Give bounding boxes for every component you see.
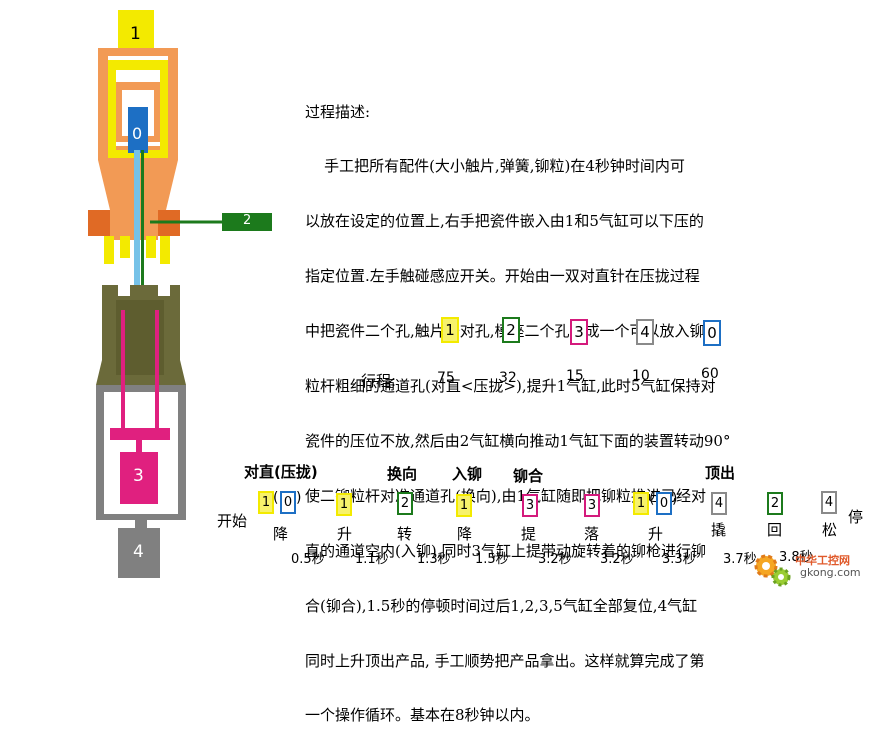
cylinder-3-body [120, 452, 158, 504]
step-8-box: 4 [711, 492, 727, 515]
step-7-paren-open: ( [649, 491, 655, 507]
cylinder-0-label: 0 [132, 124, 143, 143]
description-line: 一个操作循环。基本在8秒钟以内。 [305, 706, 540, 725]
step-7-box-0: 0 [656, 492, 672, 515]
finger-3 [146, 236, 156, 258]
sequence-end-label: 停 [848, 508, 864, 526]
mechanism-diagram [88, 10, 272, 578]
step-7-paren-close: ) [672, 491, 678, 507]
legend-box-3: 3 [570, 319, 588, 345]
time-3: 1.3秒 [417, 552, 451, 567]
watermark-site: 中华工控网 [795, 554, 850, 567]
legend-box-1: 1 [441, 317, 459, 343]
phase-eject: 顶出 [705, 464, 736, 482]
step-3-action: 转 [397, 525, 413, 543]
description-line: 手工把所有配件(大小触片,弹簧,铆粒)在4秒钟时间内可 [305, 157, 685, 176]
step-9-box: 2 [767, 492, 783, 515]
legend-box-4: 4 [636, 319, 654, 345]
legend-box-2: 2 [502, 317, 520, 343]
time-6: 3.2秒 [600, 552, 634, 567]
description-line: 直的通道空内(入铆),同时3气缸上提带动旋转着的铆枪进行铆 [305, 541, 707, 560]
stroke-value-2: 32 [499, 370, 517, 386]
step-9-action: 回 [767, 521, 783, 539]
step-4-box: 1 [456, 494, 472, 517]
process-description: 过程描述: 手工把所有配件(大小触片,弹簧,铆粒)在4秒钟时间内可 以放在设定的… [305, 66, 865, 743]
step-5-box: 3 [522, 494, 538, 517]
time-1: 0.5秒 [291, 552, 325, 567]
stroke-value-3: 15 [566, 368, 584, 384]
step-2-action: 升 [337, 525, 353, 543]
watermark-url: gkong.com [800, 566, 861, 579]
cylinder-1-label: 1 [130, 24, 141, 44]
finger-2 [120, 236, 130, 258]
time-7: 3.3秒 [662, 552, 696, 567]
time-8: 3.7秒 [723, 552, 757, 567]
magenta-rod-right [155, 310, 159, 430]
step-1-box-1: 1 [258, 491, 274, 514]
step-1-paren-open: ( [273, 490, 279, 506]
time-9: 3.8秒 [779, 550, 813, 565]
description-line: 过程描述: [305, 102, 371, 121]
step-6-box: 3 [584, 494, 600, 517]
step-7-action: 升 [648, 525, 664, 543]
yellow-frame-top [108, 60, 168, 70]
phase-insert: 入铆 [452, 465, 483, 483]
step-7-box-1: 1 [633, 492, 649, 515]
cylinder-3-label: 3 [133, 466, 144, 486]
stroke-value-4: 10 [632, 368, 650, 384]
time-5: 3.2秒 [538, 552, 572, 567]
cylinder-4-body [118, 528, 160, 578]
step-1-action: 降 [273, 525, 289, 543]
description-line: 合(铆合),1.5秒的停顿时间过后1,2,3,5气缸全部复位,4气缸 [305, 596, 698, 615]
phase-switch: 换向 [387, 465, 418, 483]
step-2-box: 1 [336, 493, 352, 516]
magenta-neck [136, 440, 142, 452]
magenta-rod-left [121, 310, 125, 430]
step-10-box: 4 [821, 491, 837, 514]
cylinder-0-piston [128, 107, 148, 153]
description-line: 粒杆粗细的通道孔(对直<压拢>),提升1气缸,此时5气缸保持对 [305, 377, 716, 396]
stroke-label: 行程: [361, 372, 397, 390]
legend-box-0: 0 [703, 320, 721, 346]
stroke-value-0: 60 [701, 366, 719, 382]
finger-4 [160, 236, 170, 264]
cylinder-4-stem [135, 520, 147, 530]
step-4-action: 降 [457, 525, 473, 543]
description-line: 以放在设定的位置上,右手把瓷件嵌入由1和5气缸可以下压的 [305, 212, 704, 231]
finger-1 [104, 236, 114, 264]
cylinder-2-body [222, 213, 272, 231]
yellow-frame-right [160, 60, 168, 150]
magenta-crossbar [110, 428, 170, 440]
step-1-box-0: 0 [280, 491, 296, 514]
gear-logo-icon [754, 554, 791, 587]
phase-align: 对直(压拢) [244, 463, 318, 481]
blue-rod [134, 150, 140, 290]
description-line: 瓷件的压位不放,然后由2气缸横向推动1气缸下面的装置转动90° [305, 431, 731, 450]
stroke-value-1: 75 [437, 370, 455, 386]
description-line: 同时上升顶出产品, 手工顺势把产品拿出。这样就算完成了第 [305, 651, 705, 670]
green-rod [141, 150, 144, 290]
phase-rivet: 铆合 [513, 467, 544, 485]
step-5-action: 提 [521, 525, 537, 543]
cylinder-2-label: 2 [243, 213, 252, 228]
step-8-action: 撬 [711, 521, 727, 539]
cylinder-4-label: 4 [133, 542, 144, 562]
sequence-start-label: 开始 [217, 512, 248, 530]
time-4: 1.5秒 [475, 552, 509, 567]
description-line: 指定位置.左手触碰感应开关。开始由一双对直针在压拢过程 [305, 267, 700, 286]
step-1-paren-close: ) [296, 490, 302, 506]
step-6-action: 落 [584, 525, 600, 543]
step-10-action: 松 [822, 521, 838, 539]
step-3-box: 2 [397, 492, 413, 515]
yellow-frame-left [108, 60, 116, 150]
time-2: 1.1秒 [355, 552, 389, 567]
